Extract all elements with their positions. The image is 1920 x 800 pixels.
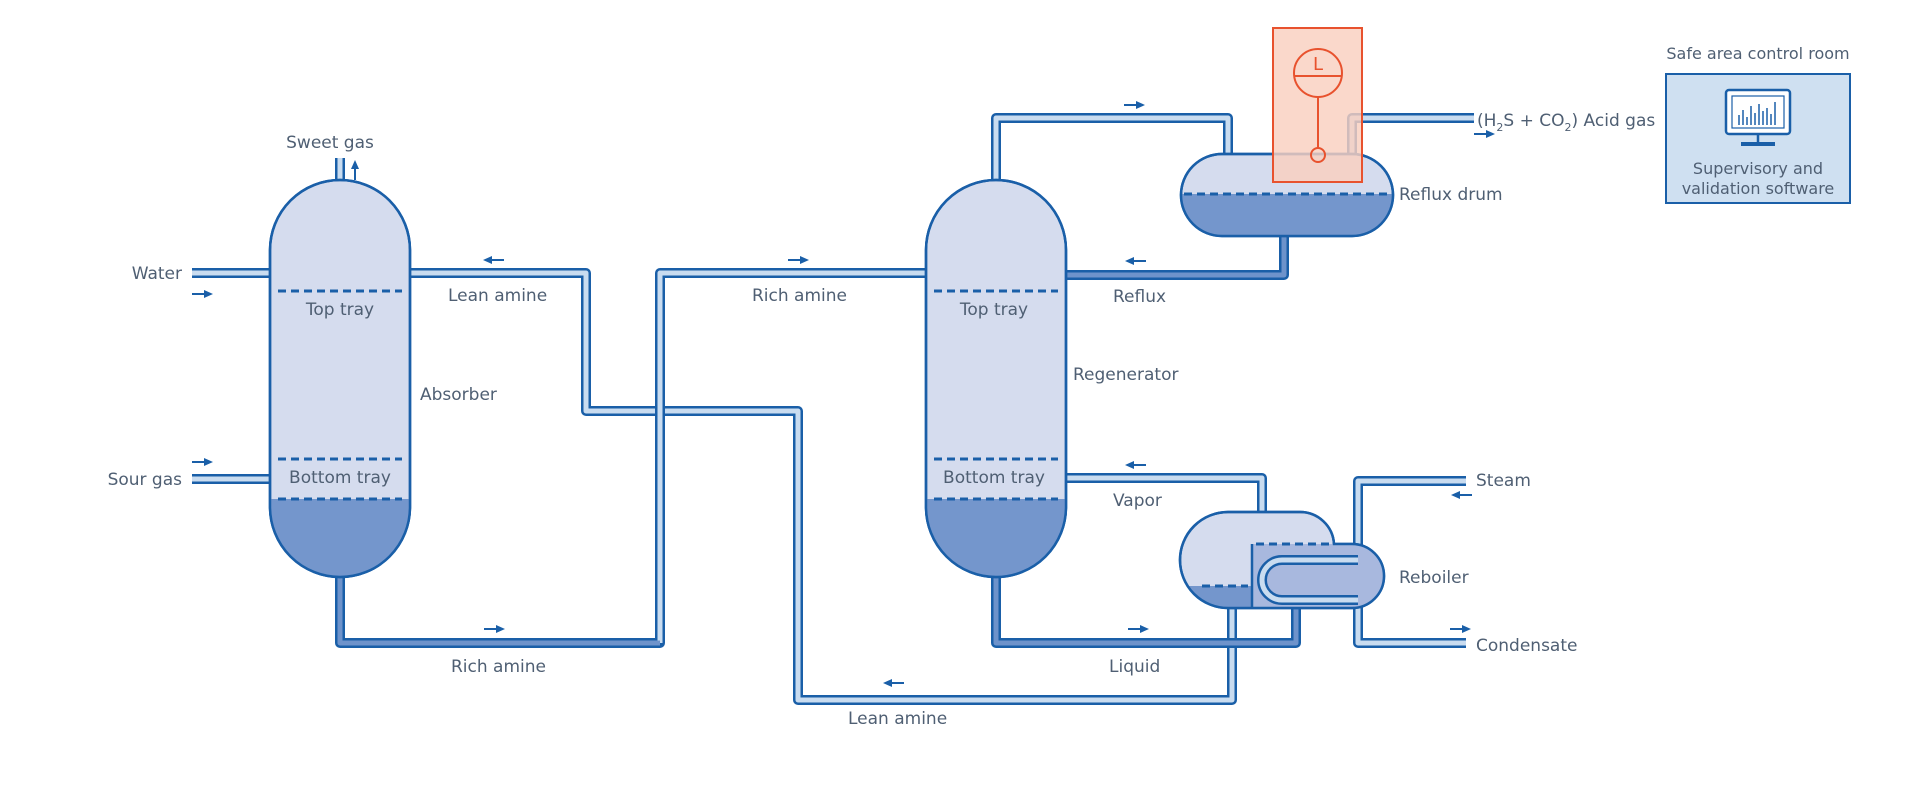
label-sour-gas: Sour gas	[108, 470, 183, 490]
labels: Sweet gas Water Sour gas Absorber Top tr…	[108, 111, 1656, 729]
acid-gas-pipe	[1347, 113, 1474, 156]
control-room-title: Safe area control room	[1666, 44, 1849, 63]
label-absorber-bottom-tray: Bottom tray	[289, 468, 391, 488]
label-absorber-top-tray: Top tray	[305, 300, 374, 320]
label-absorber: Absorber	[420, 385, 497, 405]
label-reboiler: Reboiler	[1399, 568, 1469, 588]
level-transmitter[interactable]: L	[1272, 27, 1363, 183]
label-sweet-gas: Sweet gas	[286, 133, 374, 153]
label-reflux: Reflux	[1113, 287, 1166, 307]
reflux-pipe	[1066, 235, 1289, 280]
label-regenerator: Regenerator	[1073, 365, 1178, 385]
arrow-rich-amine-bottom	[484, 625, 505, 633]
arrow-lean-amine-bottom	[883, 679, 904, 687]
arrow-water	[192, 290, 213, 298]
liquid-pipe	[991, 577, 1301, 648]
flow-arrows	[192, 101, 1495, 687]
reboiler-vapor-pipe	[1066, 473, 1267, 515]
condensate-pipe	[1353, 600, 1466, 648]
label-liquid: Liquid	[1109, 657, 1160, 677]
reflux-drum	[1179, 152, 1395, 238]
control-room-panel: Safe area control room Supervisory and v…	[1665, 44, 1851, 204]
arrow-condensate	[1450, 625, 1471, 633]
label-steam: Steam	[1476, 471, 1531, 491]
rich-amine-pipe	[335, 268, 926, 648]
label-regen-bottom-tray: Bottom tray	[943, 468, 1045, 488]
arrow-overhead-vapor	[1124, 101, 1145, 109]
label-rich-amine-top: Rich amine	[752, 286, 847, 306]
instrument-letter: L	[1313, 54, 1323, 75]
label-water: Water	[132, 264, 182, 284]
arrow-sour-gas	[192, 458, 213, 466]
steam-pipe	[1353, 476, 1466, 560]
arrow-acid-gas	[1474, 130, 1495, 138]
control-room-line2: validation software	[1682, 179, 1835, 198]
label-lean-amine-bottom: Lean amine	[848, 709, 947, 729]
arrow-reflux	[1125, 257, 1146, 265]
arrow-sweet-gas	[351, 160, 359, 180]
regenerator-column	[924, 178, 1068, 579]
overhead-vapor-pipe	[991, 113, 1233, 190]
absorber-column	[268, 178, 412, 579]
arrow-liquid	[1128, 625, 1149, 633]
reboiler	[1178, 510, 1386, 610]
arrow-lean-amine-top	[483, 256, 504, 264]
control-room-line1: Supervisory and	[1693, 159, 1823, 178]
label-rich-amine-bottom: Rich amine	[451, 657, 546, 677]
arrow-steam	[1451, 491, 1472, 499]
label-condensate: Condensate	[1476, 636, 1577, 656]
label-lean-amine-top: Lean amine	[448, 286, 547, 306]
label-acid-gas: (H2S + CO2) Acid gas	[1477, 111, 1655, 134]
arrow-vapor	[1125, 461, 1146, 469]
label-reflux-drum: Reflux drum	[1399, 185, 1503, 205]
monitor-chart-icon	[1724, 88, 1792, 146]
arrow-rich-amine-top	[788, 256, 809, 264]
label-regen-top-tray: Top tray	[959, 300, 1028, 320]
label-vapor: Vapor	[1113, 491, 1162, 511]
lean-amine-upper-pipe	[410, 268, 1237, 705]
